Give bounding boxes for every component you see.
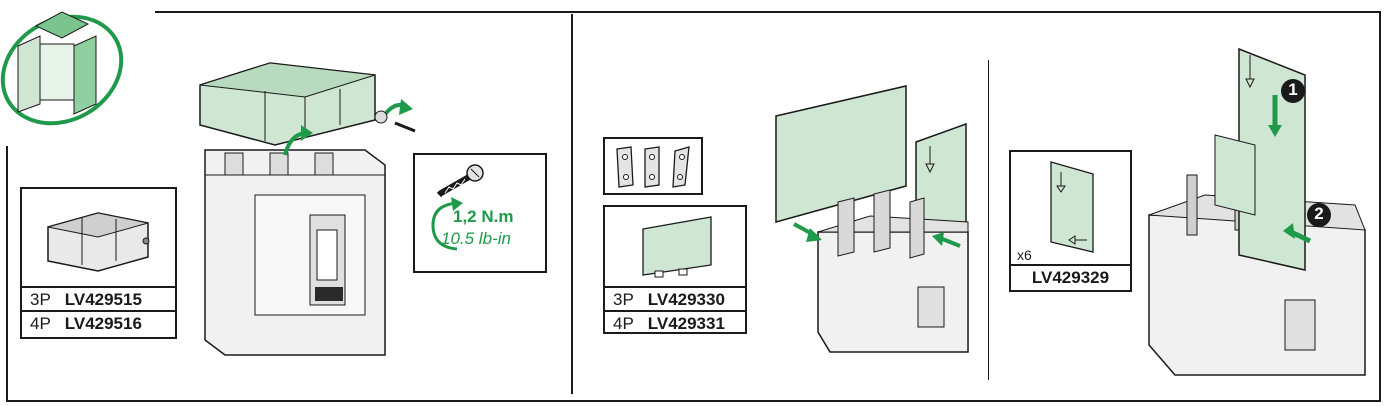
barrier-x6-reference-box: x6 LV429329 [1009, 150, 1132, 292]
part-code: LV429329 [1011, 264, 1130, 290]
poles-label: 4P [30, 314, 51, 333]
torque-box: 1,2 N.m 10.5 lb-in [413, 153, 547, 273]
rotation-arrow-icon [431, 197, 463, 251]
spreaders-box [603, 137, 703, 195]
part-code: LV429330 [647, 290, 725, 309]
step-2-badge-icon [1307, 203, 1331, 227]
terminal-cover-thumbnail [47, 212, 150, 272]
section-divider-1 [571, 14, 573, 394]
breaker-with-barriers-illustration [775, 85, 969, 353]
poles-label: 3P [613, 290, 634, 309]
reference-row-3p: 3P LV429330 [605, 286, 745, 312]
terminal-cover-reference-box: 3P LV429515 4P LV429516 [20, 187, 177, 339]
logo-cube-icon [0, 11, 124, 126]
frame-top-line [155, 11, 1381, 13]
frame-bottom-line [6, 400, 1381, 402]
spreader-plates-icon [616, 146, 690, 188]
section-divider-2 [988, 60, 989, 380]
step-1-label: 1 [1288, 80, 1298, 99]
poles-label: 4P [613, 314, 634, 333]
torque-imperial: 10.5 lb-in [441, 229, 511, 248]
poles-label: 3P [30, 290, 51, 309]
breaker-barrier-insertion-illustration [1148, 47, 1366, 376]
phase-barrier-thumbnail [642, 216, 712, 278]
part-code: LV429331 [647, 314, 725, 333]
screw-icon [436, 164, 484, 198]
step-1-badge-icon [1281, 79, 1305, 103]
quantity-label: x6 [1017, 247, 1032, 263]
reference-row-3p: 3P LV429515 [22, 286, 175, 312]
torque-metric: 1,2 N.m [453, 207, 514, 226]
part-code: LV429516 [64, 314, 142, 333]
reference-row-4p: 4P LV429516 [22, 310, 175, 336]
reference-row-4p: 4P LV429331 [605, 310, 745, 336]
phase-barrier-reference-box: 3P LV429330 4P LV429331 [603, 205, 747, 334]
part-code: LV429515 [64, 290, 142, 309]
breaker-with-cover-illustration [199, 62, 416, 356]
frame-left-line [6, 146, 8, 402]
frame-right-line [1379, 11, 1381, 402]
step-2-label: 2 [1314, 204, 1324, 223]
barrier-plate-thumbnail [1050, 161, 1094, 253]
